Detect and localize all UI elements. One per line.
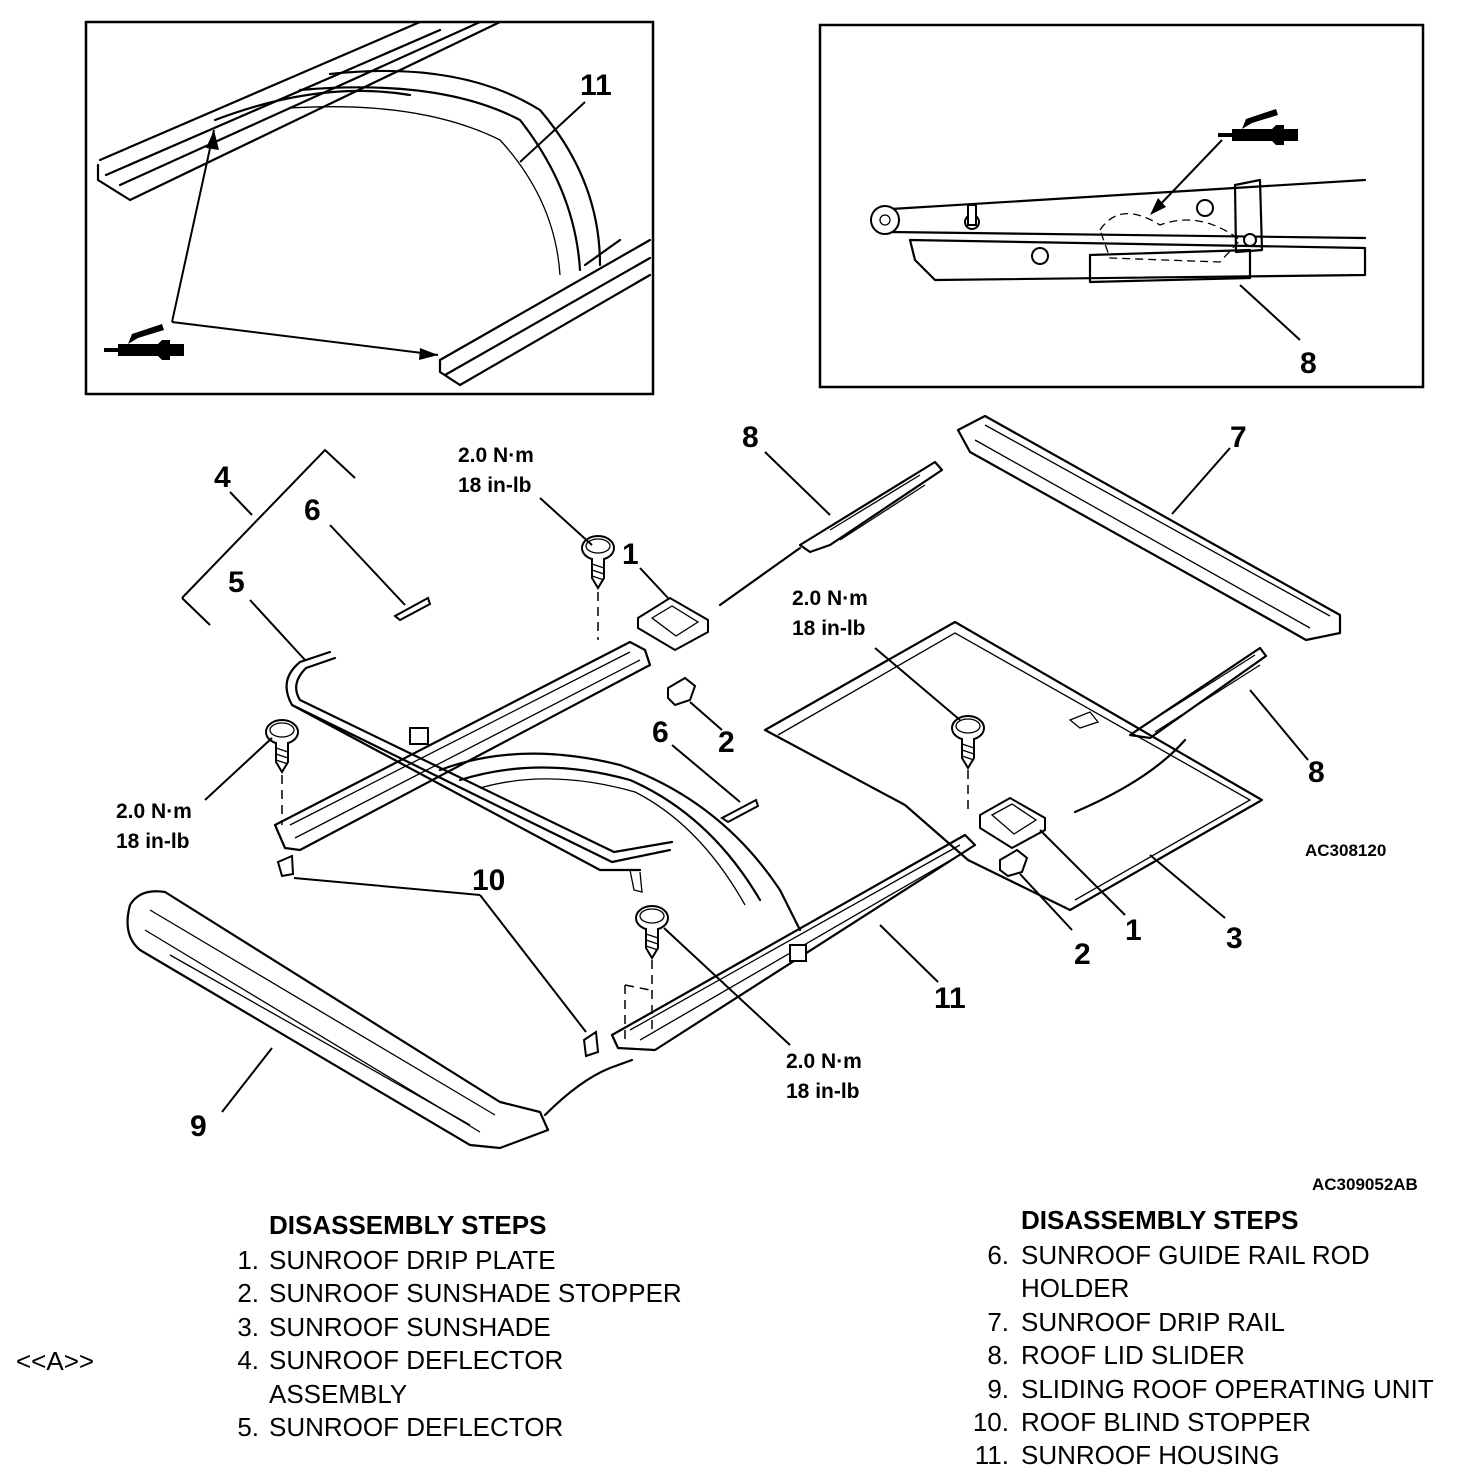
callout-11: 11 (934, 982, 966, 1015)
step-row: 8. ROOF LID SLIDER (972, 1339, 1434, 1372)
torque-inlb: 18 in-lb (792, 617, 866, 640)
sunshade-stopper-left (667, 676, 697, 707)
step-row: 2. SUNROOF SUNSHADE STOPPER (222, 1277, 682, 1310)
callout-8: 8 (742, 421, 759, 454)
steps-header: DISASSEMBLY STEPS (269, 1210, 547, 1240)
roof-lid-slider-front (718, 460, 944, 607)
step-row: HOLDER (972, 1272, 1434, 1305)
grease-gun-icon (1216, 107, 1300, 147)
callout-2-right: 2 (1074, 938, 1091, 971)
step-number: 5. (237, 1412, 259, 1443)
step-text: SUNROOF DRIP PLATE (269, 1245, 556, 1275)
step-row: 3. SUNROOF SUNSHADE (222, 1311, 682, 1344)
torque-nm: 2.0 N·m (458, 444, 534, 467)
step-text: ROOF BLIND STOPPER (1021, 1407, 1311, 1438)
sunroof-deflector (285, 650, 674, 893)
callout-1-right: 1 (1125, 914, 1142, 947)
step-text: ROOF LID SLIDER (1021, 1340, 1245, 1371)
step-row: 9. SLIDING ROOF OPERATING UNIT (972, 1373, 1434, 1406)
bolt-bottom (635, 905, 669, 959)
bolt-top (581, 535, 615, 589)
step-number: 3. (237, 1311, 259, 1342)
figure-code-lower: AC309052AB (1312, 1175, 1418, 1194)
torque-inlb: 18 in-lb (458, 474, 532, 497)
torque-inlb: 18 in-lb (786, 1080, 860, 1103)
torque-nm: 2.0 N·m (786, 1050, 862, 1073)
inset-left: 11 (84, 20, 655, 396)
callout-4: 4 (214, 461, 231, 494)
step-text: SUNROOF GUIDE RAIL ROD (1021, 1240, 1370, 1270)
callout-11: 11 (580, 69, 612, 102)
side-note-a: <<A>> (16, 1346, 95, 1376)
drip-plate-right (979, 796, 1046, 850)
step-row: 7. SUNROOF DRIP RAIL (972, 1306, 1434, 1339)
guide-rail-rod-holder-mid (720, 798, 760, 824)
step-number: 11. (974, 1440, 1009, 1471)
grease-gun-icon (102, 322, 186, 362)
step-text: SUNROOF DEFLECTOR (269, 1345, 564, 1376)
step-text: SUNROOF HOUSING (1021, 1440, 1280, 1471)
bolt-right (951, 715, 985, 769)
step-row: 4. SUNROOF DEFLECTOR (222, 1344, 682, 1377)
callout-6-mid: 6 (652, 716, 669, 749)
drip-rail (956, 414, 1342, 642)
callout-1-left: 1 (622, 538, 639, 571)
steps-header: DISASSEMBLY STEPS (1021, 1205, 1299, 1235)
step-number: 4. (237, 1345, 259, 1376)
step-number (222, 1378, 259, 1411)
step-row: 1. SUNROOF DRIP PLATE (222, 1244, 682, 1277)
roof-blind-stopper-left (276, 854, 295, 878)
step-row: ASSEMBLY (222, 1378, 682, 1411)
callout-8-right: 8 (1308, 756, 1325, 789)
torque-nm: 2.0 N·m (792, 587, 868, 610)
callout-3: 3 (1226, 922, 1243, 955)
step-text: HOLDER (1021, 1273, 1130, 1304)
step-number: 6. (987, 1240, 1009, 1270)
step-number: 7. (987, 1306, 1009, 1337)
step-text: SUNROOF DEFLECTOR (269, 1412, 564, 1443)
guide-rail-rod-holder-top (393, 596, 432, 622)
sunshade (763, 620, 1264, 912)
step-text: SUNROOF SUNSHADE STOPPER (269, 1278, 682, 1309)
roof-lid-slider-rear (1073, 646, 1268, 814)
step-row: 6. SUNROOF GUIDE RAIL ROD (972, 1239, 1434, 1272)
callout-7: 7 (1230, 421, 1247, 454)
callout-9: 9 (190, 1110, 207, 1143)
sunshade-stopper-right (999, 848, 1029, 878)
sunroof-housing (273, 640, 977, 1052)
callout-10: 10 (472, 864, 505, 897)
callout-8-inset: 8 (1300, 347, 1317, 380)
step-row: 10. ROOF BLIND STOPPER (972, 1406, 1434, 1439)
step-number: 8. (987, 1340, 1009, 1371)
torque-inlb: 18 in-lb (116, 830, 190, 853)
drip-plate-left (637, 596, 709, 652)
torque-nm: 2.0 N·m (116, 800, 192, 823)
step-text: SUNROOF DRIP RAIL (1021, 1306, 1285, 1337)
step-row: 11. SUNROOF HOUSING (972, 1439, 1434, 1472)
step-row: 5. SUNROOF DEFLECTOR (222, 1411, 682, 1444)
step-text: SLIDING ROOF OPERATING UNIT (1021, 1373, 1434, 1404)
inset-right: 8 (818, 23, 1425, 389)
callout-6-top: 6 (304, 494, 321, 527)
roof-blind-stopper-right (582, 1030, 600, 1058)
disassembly-steps-left: DISASSEMBLY STEPS 1. SUNROOF DRIP PLATE 2… (222, 1210, 682, 1444)
callout-5: 5 (228, 566, 245, 599)
step-number: 2. (237, 1278, 259, 1309)
disassembly-steps-right: DISASSEMBLY STEPS 6. SUNROOF GUIDE RAIL R… (972, 1205, 1434, 1473)
figure-code-upper: AC308120 (1305, 841, 1386, 860)
callout-2-left: 2 (718, 726, 735, 759)
step-number: 10. (972, 1407, 1009, 1438)
sliding-roof-operating-unit (126, 890, 634, 1150)
step-number: 9. (987, 1373, 1009, 1404)
step-text: ASSEMBLY (269, 1378, 408, 1409)
step-text: SUNROOF SUNSHADE (269, 1311, 551, 1342)
bolt-left (265, 719, 299, 773)
step-number: 1. (237, 1245, 259, 1275)
step-number (972, 1272, 1009, 1305)
